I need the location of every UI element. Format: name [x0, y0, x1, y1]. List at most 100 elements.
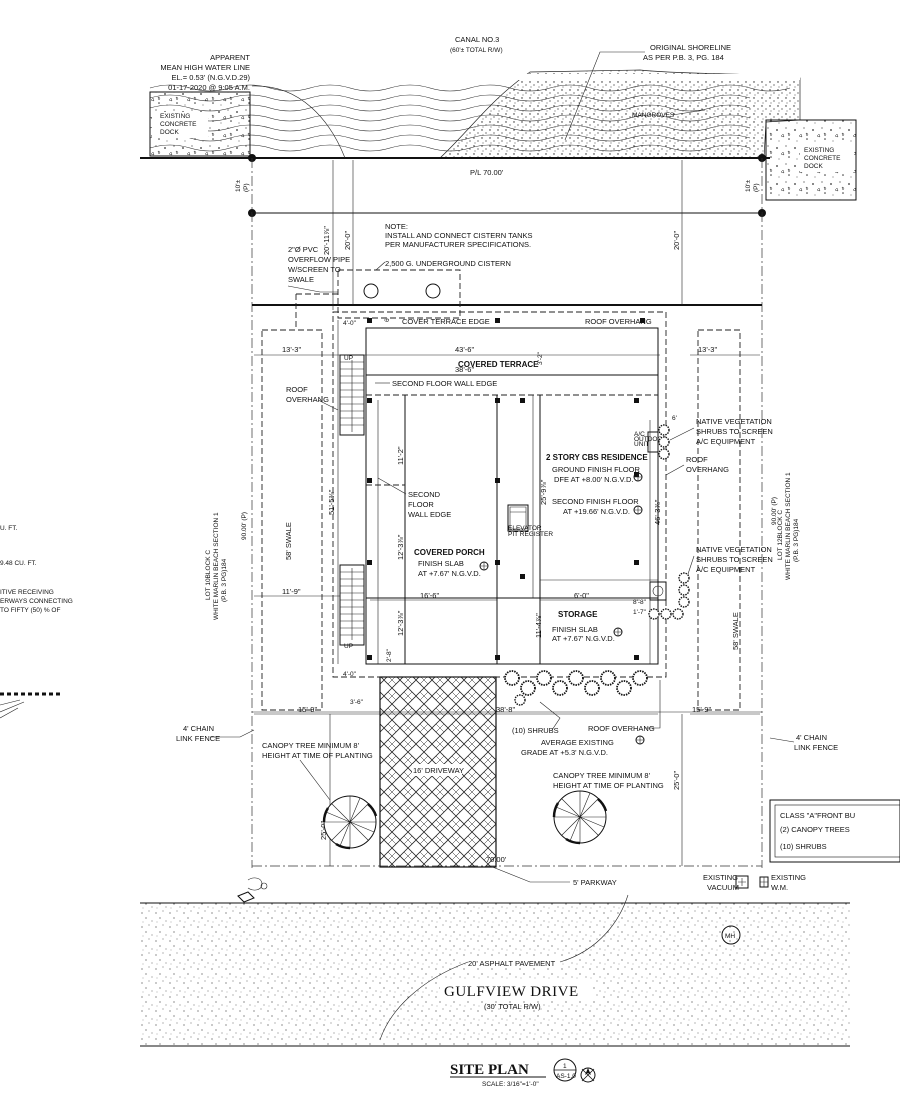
roof-overhang-top: ROOF OVERHANG	[585, 317, 652, 326]
landscape-legend: CLASS "A"FRONT BU (2) CANOPY TREES (10) …	[769, 799, 900, 863]
dim-right-depth: 46'-3⅞"	[653, 499, 662, 525]
svg-text:GRADE AT +5.3' N.G.V.D.: GRADE AT +5.3' N.G.V.D.	[521, 748, 608, 757]
svg-text:(P.B. 3 PG)184: (P.B. 3 PG)184	[221, 558, 228, 602]
svg-text:LOT 10BLOCK C: LOT 10BLOCK C	[205, 550, 212, 600]
dim-front-building: 38'-8"	[496, 705, 515, 714]
left-edge-notes: U. FT. 9.48 CU. FT. ITIVE RECEIVING ERWA…	[0, 525, 73, 614]
second-floor-wall-label: SECOND FLOOR WALL EDGE	[408, 490, 451, 519]
dim-small-i: 1'-7"	[633, 609, 647, 616]
svg-text:LOT 12BLOCK C: LOT 12BLOCK C	[777, 510, 784, 560]
dim-side-left-bot: 15'-9"	[298, 705, 317, 714]
dim-terrace-inner: 38'-6"	[455, 365, 474, 374]
svg-text:TO FIFTY (50) % OF: TO FIFTY (50) % OF	[0, 607, 60, 614]
svg-text:AT +7.67' N.G.V.D.: AT +7.67' N.G.V.D.	[552, 634, 615, 643]
sheet-number: AS-1.0	[556, 1073, 576, 1080]
dim-porch-width: 16'-6"	[420, 591, 439, 600]
storage-slab-label: FINISH SLAB AT +7.67' N.G.V.D.	[552, 625, 615, 643]
street-pavement	[140, 903, 850, 1046]
depth-left: 90.00' (P)	[241, 512, 248, 540]
covered-porch-label: COVERED PORCH	[414, 548, 485, 557]
svg-text:NATIVE VEGETATION: NATIVE VEGETATION	[696, 545, 772, 554]
second-floor-wall-edge: SECOND FLOOR WALL EDGE	[392, 379, 497, 388]
dim-side-left-mid: 11'-9"	[282, 587, 301, 596]
svg-text:(P): (P)	[753, 183, 760, 192]
svg-text:ERWAYS CONNECTING: ERWAYS CONNECTING	[0, 598, 73, 605]
dim-wall-2: 12'-3⅞"	[396, 534, 405, 560]
cistern-note: NOTE: INSTALL AND CONNECT CISTERN TANKS …	[385, 222, 533, 249]
svg-text:EXISTING: EXISTING	[804, 147, 834, 154]
seawall-left-label: EXISTING CONCRETE DOCK	[160, 113, 197, 136]
canopy-left-label: CANOPY TREE MINIMUM 8' HEIGHT AT TIME OF…	[262, 741, 373, 760]
roof-overhang-outline	[332, 311, 667, 678]
roof-overhang-left-label: ROOF OVERHANG	[286, 385, 329, 404]
svg-text:WHITE MARLIN BEACH SECTION 1: WHITE MARLIN BEACH SECTION 1	[785, 472, 792, 580]
svg-text:INSTALL AND CONNECT CISTERN TA: INSTALL AND CONNECT CISTERN TANKS	[385, 231, 533, 240]
canal-name: CANAL NO.3	[455, 35, 499, 44]
roof-overhang-front-label: ROOF OVERHANG	[588, 724, 655, 733]
overflow-pipe-label: 2"Ø PVC OVERFLOW PIPE W/SCREEN TO SWALE	[288, 245, 350, 284]
roof-overhang-right-label: ROOF OVERHANG	[686, 455, 729, 474]
svg-text:ROOF: ROOF	[286, 385, 308, 394]
rear-corner-right-dim: 10'± (P)	[745, 180, 760, 192]
cistern-tank-1	[363, 283, 379, 299]
pavement-label: 20' ASPHALT PAVEMENT	[468, 959, 556, 968]
fence-left-label: 4' CHAIN LINK FENCE	[176, 724, 220, 743]
svg-text:(P): (P)	[243, 183, 250, 192]
svg-text:CANOPY TREE MINIMUM 8': CANOPY TREE MINIMUM 8'	[553, 771, 651, 780]
svg-text:ELEVATOR: ELEVATOR	[508, 525, 542, 532]
swale-left-label: 58' SWALE	[284, 522, 293, 560]
svg-text:SHRUBS TO SCREEN: SHRUBS TO SCREEN	[696, 427, 773, 436]
dim-storage-width: 6'-0"	[574, 591, 589, 600]
cistern-tank-2	[425, 283, 441, 299]
svg-text:ORIGINAL SHORELINE: ORIGINAL SHORELINE	[650, 43, 731, 52]
svg-text:AT +7.67' N.G.V.D.: AT +7.67' N.G.V.D.	[418, 569, 481, 578]
canopy-tree-left	[322, 795, 378, 850]
svg-text:LINK FENCE: LINK FENCE	[176, 734, 220, 743]
svg-text:DOCK: DOCK	[804, 163, 823, 170]
canopy-tree-right	[552, 790, 608, 845]
svg-text:CONCRETE: CONCRETE	[804, 155, 841, 162]
svg-text:OVERHANG: OVERHANG	[286, 395, 329, 404]
dim-side-right-bot: 15'-9"	[692, 705, 711, 714]
svg-text:OVERFLOW PIPE: OVERFLOW PIPE	[288, 255, 350, 264]
svg-text:SWALE: SWALE	[288, 275, 314, 284]
drawing-scale: SCALE: 3/16"=1'-0"	[482, 1081, 539, 1088]
canal-width: (60'± TOTAL R/W)	[450, 47, 503, 54]
svg-text:A/C EQUIPMENT: A/C EQUIPMENT	[696, 565, 756, 574]
rear-corner-left-dim: 10'± (P)	[235, 180, 250, 192]
dim-overall-depth: 51'-5⅜"	[327, 489, 336, 515]
svg-text:SECOND: SECOND	[408, 490, 441, 499]
svg-text:EXISTING: EXISTING	[703, 873, 738, 882]
building-footprint	[365, 327, 659, 665]
svg-text:APPARENT: APPARENT	[210, 53, 250, 62]
svg-text:10'±: 10'±	[235, 180, 242, 192]
dim-small-g: 3'-2"	[537, 351, 544, 365]
parkway-label: 5' PARKWAY	[573, 878, 617, 887]
svg-text:OVERHANG: OVERHANG	[686, 465, 729, 474]
rear-setback-left-dim: 20'-0"	[343, 231, 352, 250]
ac-unit	[647, 431, 659, 453]
svg-text:10'±: 10'±	[745, 180, 752, 192]
svg-text:VACUUM: VACUUM	[707, 883, 739, 892]
svg-text:4' CHAIN: 4' CHAIN	[796, 733, 827, 742]
svg-text:W/SCREEN TO: W/SCREEN TO	[288, 265, 341, 274]
porch-slab-label: FINISH SLAB AT +7.67' N.G.V.D.	[418, 559, 481, 578]
street-name: GULFVIEW DRIVE	[444, 984, 579, 1000]
north-arrow-icon	[580, 1067, 596, 1083]
stair-lower	[339, 564, 365, 646]
svg-text:WHITE MARLIN BEACH SECTION 1: WHITE MARLIN BEACH SECTION 1	[213, 512, 220, 620]
svg-text:(P.B. 3 PG)184: (P.B. 3 PG)184	[793, 518, 800, 562]
stair-up-label-2: UP	[344, 643, 353, 650]
curb-inlet-icon	[237, 877, 268, 903]
storage-label: STORAGE	[558, 610, 598, 619]
svg-text:LINK FENCE: LINK FENCE	[794, 743, 838, 752]
second-floor-label: SECOND FINISH FLOOR AT +19.66' N.G.V.D.	[552, 497, 639, 516]
cistern-outline	[337, 269, 461, 319]
svg-text:MEAN HIGH WATER LINE: MEAN HIGH WATER LINE	[160, 63, 250, 72]
driveway-label: 16' DRIVEWAY	[413, 766, 464, 775]
front-shrubs	[504, 670, 648, 706]
svg-text:ITIVE RECEIVING: ITIVE RECEIVING	[0, 589, 54, 596]
dim-small-e: 6'	[384, 317, 391, 322]
svg-text:EL.= 0.53' (N.G.V.D.29): EL.= 0.53' (N.G.V.D.29)	[172, 73, 251, 82]
avg-grade-label: AVERAGE EXISTING GRADE AT +5.3' N.G.V.D.	[521, 738, 614, 757]
